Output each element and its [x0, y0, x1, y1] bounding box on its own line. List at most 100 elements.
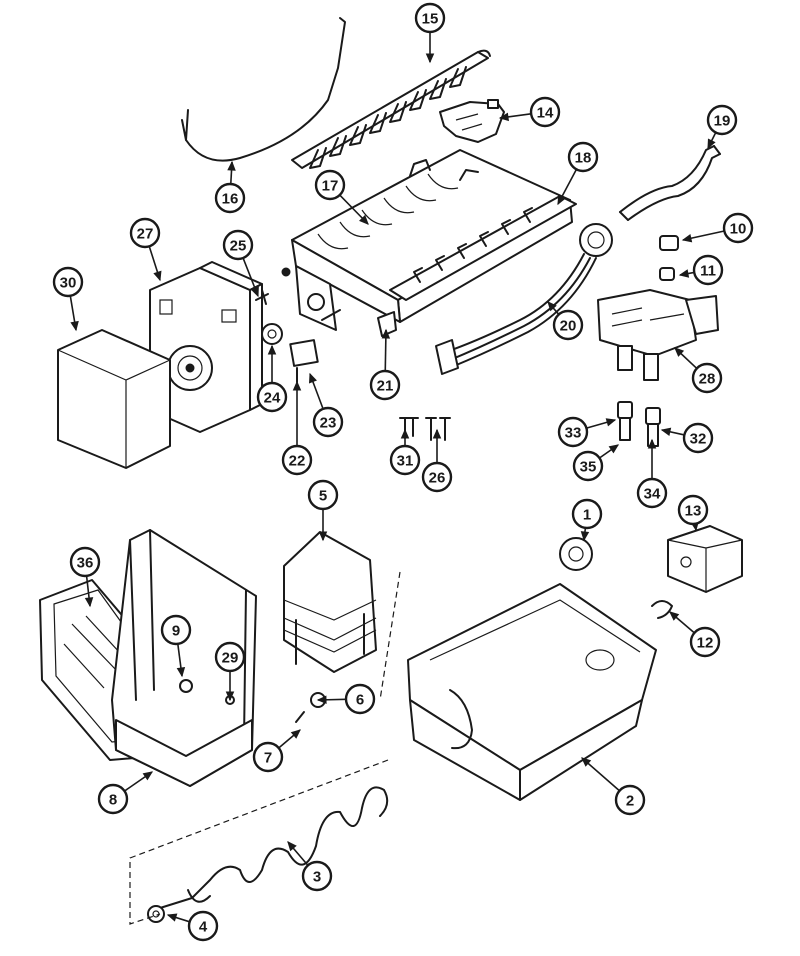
- leader-arrow-21: [381, 328, 391, 339]
- callout-31: 31: [389, 444, 421, 476]
- callout-number: 19: [714, 113, 731, 130]
- callout-number: 3: [313, 869, 321, 886]
- callout-11: 11: [692, 254, 724, 286]
- callout-4: 4: [187, 910, 219, 942]
- leader-arrow-18: [557, 194, 566, 206]
- callout-circle: [69, 546, 101, 578]
- callout-circle: [636, 477, 668, 509]
- callout-30: 30: [52, 266, 84, 298]
- leader-arrow-31: [400, 428, 410, 439]
- callout-number: 15: [422, 11, 439, 28]
- callout-number: 35: [580, 459, 597, 476]
- callout-29: 29: [214, 641, 246, 673]
- callout-number: 30: [60, 275, 77, 292]
- nut-and-pin: [295, 692, 326, 723]
- callout-circle: [706, 104, 738, 136]
- callout-circle: [52, 266, 84, 298]
- callout-17: 17: [314, 169, 346, 201]
- callout-2: 2: [614, 784, 646, 816]
- callout-22: 22: [281, 444, 313, 476]
- leader-arrow-28: [674, 347, 685, 357]
- callout-circle: [281, 444, 313, 476]
- callout-16: 16: [214, 182, 246, 214]
- leader-arrow-19: [707, 138, 716, 150]
- callout-number: 25: [230, 238, 247, 255]
- heater-strip: [389, 195, 577, 301]
- leader-arrow-35: [608, 444, 620, 454]
- callout-10: 10: [722, 212, 754, 244]
- callout-number: 18: [575, 150, 592, 167]
- valve-fittings: [659, 235, 679, 281]
- callout-circle: [129, 217, 161, 249]
- callout-21: 21: [369, 369, 401, 401]
- callout-24: 24: [256, 381, 288, 413]
- callout-35: 35: [572, 450, 604, 482]
- callout-circle: [97, 783, 129, 815]
- callout-3: 3: [301, 860, 333, 892]
- callout-5: 5: [307, 479, 339, 511]
- callout-number: 5: [319, 488, 327, 505]
- leader-arrow-9: [176, 667, 186, 678]
- mounting-bracket: [439, 99, 505, 143]
- callout-number: 12: [697, 635, 714, 652]
- motor-fittings: [255, 267, 341, 383]
- callout-number: 6: [356, 692, 364, 709]
- callout-36: 36: [69, 546, 101, 578]
- callout-number: 17: [322, 178, 339, 195]
- leader-arrow-4: [166, 913, 178, 922]
- auger: [159, 786, 389, 909]
- callout-number: 8: [109, 792, 117, 809]
- callout-28: 28: [691, 362, 723, 394]
- storage-tray: [407, 583, 657, 801]
- callout-circle: [389, 444, 421, 476]
- callout-circle: [722, 212, 754, 244]
- leader-arrow-36: [84, 597, 94, 608]
- callout-number: 7: [264, 750, 272, 767]
- leader-arrow-22: [292, 380, 302, 391]
- callout-12: 12: [689, 626, 721, 658]
- callout-9: 9: [160, 614, 192, 646]
- leader-arrow-16: [227, 160, 236, 171]
- callout-number: 20: [560, 318, 577, 335]
- callout-circle: [160, 614, 192, 646]
- fill-tube: [619, 145, 721, 221]
- leader-arrow-33: [605, 418, 617, 427]
- callout-circle: [557, 416, 589, 448]
- callout-27: 27: [129, 217, 161, 249]
- leader-arrow-10: [681, 234, 693, 243]
- ice-chute: [283, 531, 377, 673]
- callout-1: 1: [571, 498, 603, 530]
- callout-number: 10: [730, 221, 747, 238]
- shutoff-arm: [181, 17, 346, 162]
- leader-arrow-3: [287, 841, 297, 852]
- callout-circle: [252, 741, 284, 773]
- water-valve: [597, 289, 719, 381]
- callout-25: 25: [222, 229, 254, 261]
- end-cap: [377, 311, 397, 337]
- leader-arrow-5: [318, 531, 328, 542]
- callout-number: 34: [644, 486, 661, 503]
- leader-arrow-20: [547, 301, 557, 312]
- leader-arrow-25: [250, 286, 259, 298]
- screws: [399, 417, 451, 441]
- callout-circle: [369, 369, 401, 401]
- leader-arrow-23: [308, 372, 317, 384]
- valve-inserts: [617, 401, 661, 447]
- callout-circle: [312, 406, 344, 438]
- callout-circle: [567, 141, 599, 173]
- callout-number: 1: [583, 507, 591, 524]
- callout-33: 33: [557, 416, 589, 448]
- callout-circle: [344, 683, 376, 715]
- callout-circle: [572, 450, 604, 482]
- motor: [667, 525, 743, 593]
- alignment-line-upper: [379, 571, 401, 701]
- ejector-shaft: [291, 49, 491, 169]
- leader-arrow-17: [359, 214, 369, 225]
- callout-number: 28: [699, 371, 716, 388]
- callout-14: 14: [529, 96, 561, 128]
- callout-number: 16: [222, 191, 239, 208]
- callout-circle: [682, 422, 714, 454]
- callout-circle: [691, 362, 723, 394]
- leader-arrow-32: [660, 427, 672, 437]
